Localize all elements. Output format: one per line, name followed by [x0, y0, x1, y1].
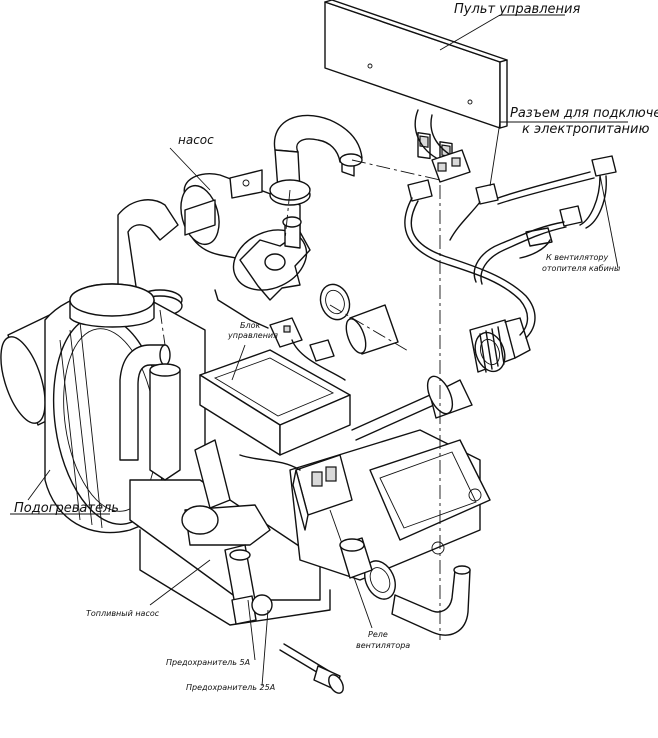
coolant-pipe-left [119, 344, 181, 481]
label-heater: Подогреватель [14, 501, 119, 516]
upper-hose [269, 114, 363, 206]
connector-block-1 [269, 317, 303, 348]
wiring-harness [404, 171, 607, 339]
control-unit-wire [291, 339, 346, 381]
pump-wire [214, 289, 269, 329]
relay-wire [239, 454, 301, 471]
fuel-pump-leader [149, 559, 211, 606]
power-connector-leader [489, 121, 501, 187]
label-power-connector-line1: Разъем для подключения [510, 106, 658, 121]
label-pump: насос [178, 133, 214, 147]
label-control-unit-line1: Блок [240, 321, 260, 330]
pump-leader [169, 147, 211, 191]
label-fan-line1: К вентилятору [546, 253, 609, 262]
lower-right-hose [391, 565, 471, 636]
label-control-panel: Пульт управления [454, 2, 580, 17]
lower-fitting [339, 537, 373, 579]
fuse-5a-leader [247, 599, 256, 661]
label-fuse-5a: Предохранитель 5А [166, 658, 250, 667]
switch-2 [417, 132, 431, 160]
label-fuel-pump: Топливный насос [86, 609, 160, 618]
label-fan-relay-line2: вентилятора [356, 641, 410, 650]
hose-sleeve [345, 304, 399, 355]
assembly-axes [159, 159, 441, 640]
fan-leader [599, 174, 619, 269]
hose-clamp-1 [319, 283, 351, 321]
fuse-25a-bolt [279, 643, 344, 694]
label-fan-relay-line1: Реле [368, 630, 388, 639]
fan-relay [292, 454, 353, 531]
power-connector [407, 149, 617, 247]
label-control-unit-line2: управления [227, 331, 278, 340]
label-fan-line2: отопителя кабины [542, 264, 620, 273]
label-power-connector-line2: к электропитанию [522, 122, 649, 137]
heater-leader [27, 469, 51, 501]
shaft [351, 375, 473, 441]
control-unit-box [199, 349, 351, 456]
control-unit-leader [231, 344, 246, 381]
label-fuse-25a: Предохранитель 25А [186, 683, 275, 692]
fuse-25a-leader [261, 609, 269, 687]
control-panel [324, 0, 508, 177]
control-panel-leader [439, 14, 501, 51]
connector-block-2 [309, 339, 335, 362]
corrugated-plug [469, 317, 531, 373]
